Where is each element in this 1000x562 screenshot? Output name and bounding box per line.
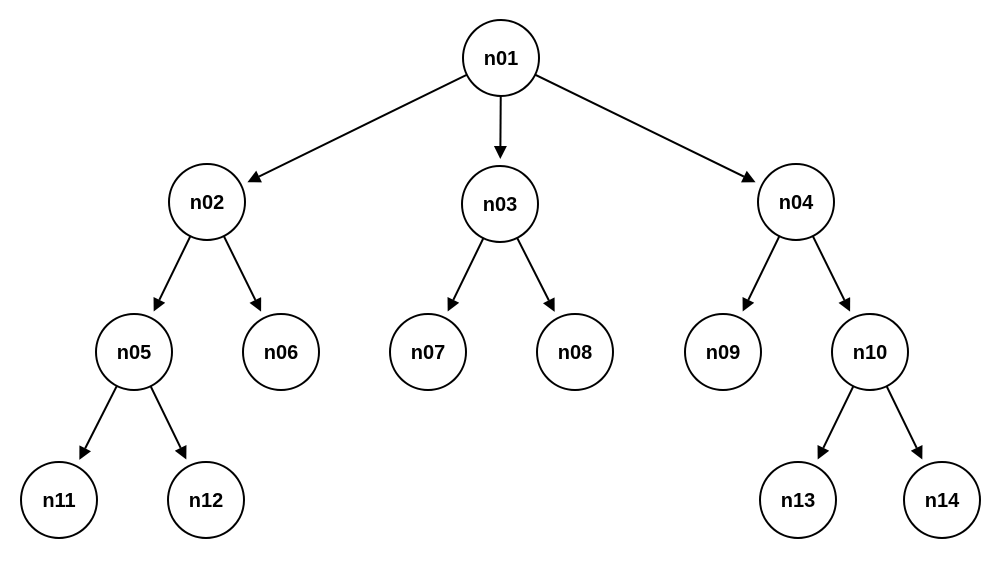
node-n03: n03: [461, 165, 539, 243]
node-circle-n11: [20, 461, 98, 539]
node-label-n04: n04: [779, 192, 814, 214]
node-circle-n12: [167, 461, 245, 539]
node-label-n12: n12: [189, 490, 223, 512]
node-n13: n13: [759, 461, 837, 539]
node-n11: n11: [20, 461, 98, 539]
edge-n02-n05: [153, 235, 192, 312]
node-circle-n14: [903, 461, 981, 539]
node-n06: n06: [242, 313, 320, 391]
node-n08: n08: [536, 313, 614, 391]
edge-n04-n09: [742, 235, 781, 312]
node-label-n14: n14: [925, 490, 960, 512]
edge-n10-n14: [885, 385, 923, 460]
edge-n03-n08: [516, 237, 555, 312]
node-circle-n06: [242, 313, 320, 391]
node-circle-n07: [389, 313, 467, 391]
node-n12: n12: [167, 461, 245, 539]
node-label-n03: n03: [483, 194, 517, 216]
node-circle-n09: [684, 313, 762, 391]
edge-n01-n02: [247, 73, 468, 183]
node-label-n09: n09: [706, 342, 740, 364]
node-n07: n07: [389, 313, 467, 391]
node-label-n07: n07: [411, 342, 445, 364]
node-n05: n05: [95, 313, 173, 391]
edge-n04-n10: [811, 235, 851, 312]
node-circle-n01: [462, 19, 540, 97]
edge-n03-n07: [447, 237, 485, 312]
edge-n02-n06: [222, 235, 262, 312]
node-label-n05: n05: [117, 342, 151, 364]
node-circle-n03: [461, 165, 539, 243]
node-n02: n02: [168, 163, 246, 241]
nodes-layer: n01 n02 n03 n04 n05 n06 n07 n08 n09 n10 n11 n12 n13 n…: [20, 19, 981, 539]
node-circle-n04: [757, 163, 835, 241]
node-label-n01: n01: [484, 48, 518, 70]
node-circle-n02: [168, 163, 246, 241]
edge-n05-n12: [149, 385, 187, 460]
edges-layer: [79, 73, 923, 460]
node-n04: n04: [757, 163, 835, 241]
node-label-n10: n10: [853, 342, 887, 364]
node-n14: n14: [903, 461, 981, 539]
edge-n01-n04: [534, 73, 756, 183]
node-label-n02: n02: [190, 192, 224, 214]
node-circle-n10: [831, 313, 909, 391]
node-n01: n01: [462, 19, 540, 97]
node-n10: n10: [831, 313, 909, 391]
node-n09: n09: [684, 313, 762, 391]
node-label-n13: n13: [781, 490, 815, 512]
edge-n05-n11: [79, 385, 118, 460]
node-label-n08: n08: [558, 342, 592, 364]
node-label-n06: n06: [264, 342, 298, 364]
node-circle-n05: [95, 313, 173, 391]
node-label-n11: n11: [42, 490, 75, 512]
node-circle-n08: [536, 313, 614, 391]
edge-n10-n13: [817, 385, 855, 460]
node-circle-n13: [759, 461, 837, 539]
